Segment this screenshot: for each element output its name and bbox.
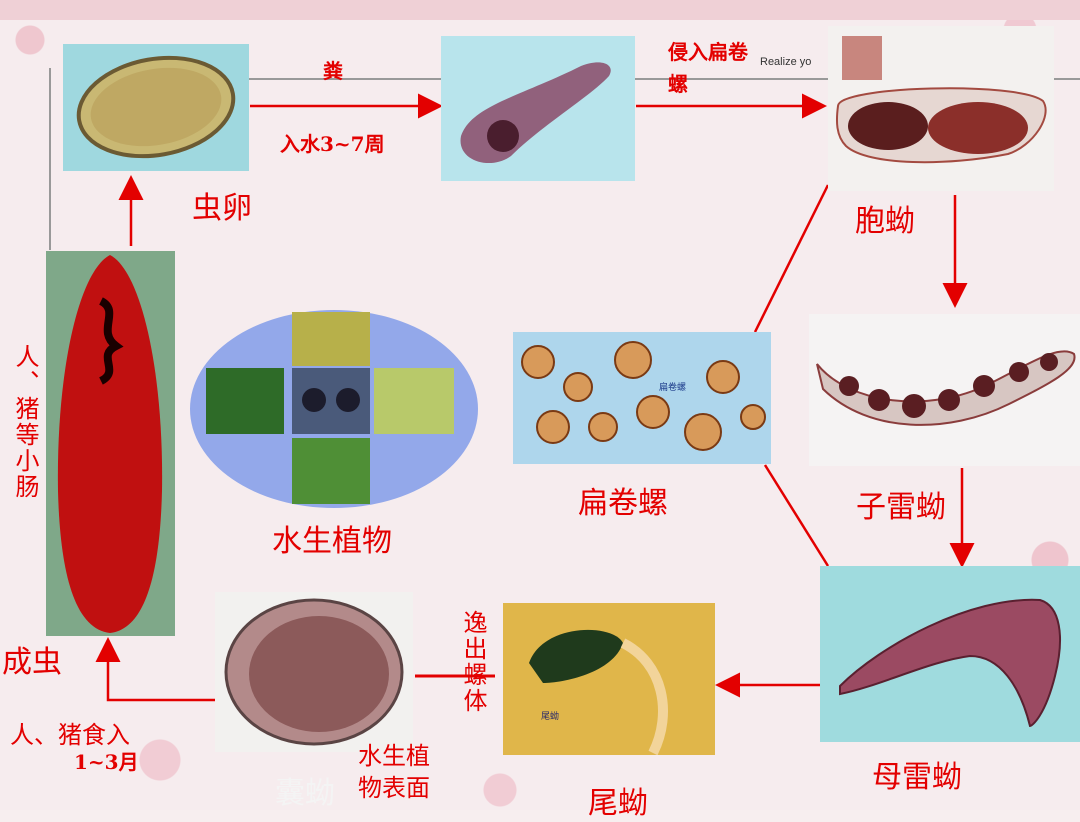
mother-redia-illustration	[839, 598, 1061, 728]
mother-redia-image	[820, 566, 1080, 742]
mother-redia-label: 母雷蚴	[872, 760, 962, 795]
water-duration-label: 入水3~7周	[280, 132, 385, 156]
egg-label: 虫卵	[192, 191, 252, 226]
snail-image: 扁卷螺	[513, 332, 771, 464]
adult-label: 成虫	[2, 645, 62, 680]
invade-snail-label: 侵入扁卷螺	[668, 40, 748, 96]
daughter-redia-illustration	[816, 350, 1076, 426]
daughter-redia-label: 子雷蚴	[856, 490, 946, 525]
egg-illustration	[76, 55, 236, 159]
aquatic-plants-illustration	[190, 310, 478, 508]
cercaria-image: 尾蚴	[503, 603, 715, 755]
cercaria-illustration	[529, 629, 668, 755]
miracidium-illustration	[460, 62, 611, 164]
eaten-label-line2: 1~3月	[74, 750, 139, 774]
top-decorative-band	[0, 0, 1080, 20]
escape-snail-label: 逸出螺体	[459, 610, 487, 714]
adult-fluke-illustration	[57, 255, 163, 633]
metacercaria-label: 囊蚴	[275, 776, 335, 811]
metacercaria-image	[215, 592, 413, 752]
snail-photo-tag: 扁卷螺	[659, 383, 687, 393]
plant-surface-label: 水生植物表面	[358, 742, 430, 802]
sporocyst-image	[828, 26, 1054, 191]
feces-label: 粪	[323, 59, 343, 83]
sporocyst-label: 胞蚴	[855, 204, 915, 239]
aquatic-plants-image	[188, 308, 480, 510]
egg-image	[63, 44, 249, 171]
eaten-label-line1: 人、猪食入	[10, 721, 130, 749]
metacercaria-illustration	[224, 598, 404, 746]
daughter-redia-image	[809, 314, 1080, 466]
miracidium-image	[441, 36, 635, 181]
snail-illustration	[521, 341, 766, 451]
cercaria-label: 尾蚴	[588, 786, 648, 821]
snail-label: 扁卷螺	[578, 486, 668, 521]
adult-fluke-image	[46, 251, 175, 636]
aquatic-plants-label: 水生植物	[272, 524, 392, 559]
cercaria-photo-tag: 尾蚴	[541, 712, 560, 722]
sporocyst-illustration	[836, 36, 1047, 164]
header-tagline: Realize yo	[760, 56, 812, 68]
host-habitat-label: 人、猪等小肠	[11, 344, 39, 500]
